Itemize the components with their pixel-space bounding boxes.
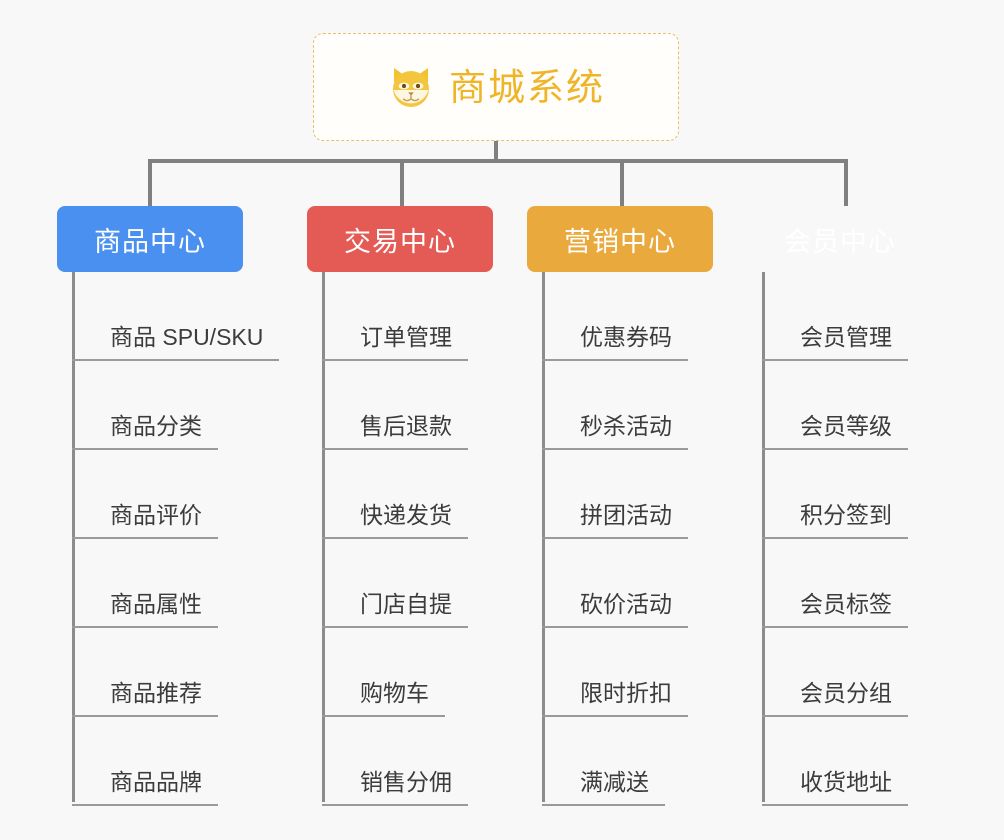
list-item[interactable]: 商品属性 <box>72 539 279 628</box>
leaf-label: 快递发货 <box>322 504 468 539</box>
leaf-label: 销售分佣 <box>322 771 468 806</box>
leaf-label: 商品评价 <box>72 504 218 539</box>
list-item[interactable]: 商品分类 <box>72 361 279 450</box>
category-label-4: 会员中心 <box>784 226 896 257</box>
leaf-label: 会员等级 <box>762 415 908 450</box>
leaf-column-1: 商品 SPU/SKU 商品分类 商品评价 商品属性 商品推荐 商品品牌 <box>72 272 280 806</box>
list-item[interactable]: 订单管理 <box>322 272 468 361</box>
list-item[interactable]: 售后退款 <box>322 361 468 450</box>
leaf-label: 商品推荐 <box>72 682 218 717</box>
category-box-1[interactable]: 商品中心 <box>57 206 243 272</box>
leaf-label: 秒杀活动 <box>542 415 688 450</box>
list-item[interactable]: 拼团活动 <box>542 450 688 539</box>
connector-drop-4 <box>844 159 848 206</box>
leaf-label: 购物车 <box>322 682 445 717</box>
leaf-label: 积分签到 <box>762 504 908 539</box>
leaf-label: 商品 SPU/SKU <box>72 326 280 361</box>
leaf-label: 售后退款 <box>322 415 468 450</box>
list-item[interactable]: 收货地址 <box>762 717 908 806</box>
connector-horizontal-bus <box>148 159 848 163</box>
leaf-label: 商品品牌 <box>72 771 218 806</box>
list-item[interactable]: 会员分组 <box>762 628 908 717</box>
list-item[interactable]: 门店自提 <box>322 539 468 628</box>
list-item[interactable]: 商品推荐 <box>72 628 279 717</box>
leaf-label: 会员分组 <box>762 682 908 717</box>
list-item[interactable]: 购物车 <box>322 628 468 717</box>
list-item[interactable]: 销售分佣 <box>322 717 468 806</box>
list-item[interactable]: 会员管理 <box>762 272 908 361</box>
category-label-3: 营销中心 <box>564 226 676 257</box>
list-item[interactable]: 商品 SPU/SKU <box>72 272 280 361</box>
list-item[interactable]: 商品评价 <box>72 450 279 539</box>
leaf-label: 商品属性 <box>72 593 218 628</box>
list-item[interactable]: 限时折扣 <box>542 628 688 717</box>
connector-root-stem <box>494 141 498 163</box>
leaf-label: 会员标签 <box>762 593 908 628</box>
leaf-label: 优惠券码 <box>542 326 688 361</box>
root-title: 商城系统 <box>449 66 605 108</box>
category-label-2: 交易中心 <box>344 226 456 257</box>
list-item[interactable]: 商品品牌 <box>72 717 279 806</box>
list-item[interactable]: 会员标签 <box>762 539 908 628</box>
list-item[interactable]: 积分签到 <box>762 450 908 539</box>
root-node[interactable]: 商城系统 <box>313 33 679 141</box>
connector-drop-3 <box>620 159 624 206</box>
leaf-label: 会员管理 <box>762 326 908 361</box>
leaf-label: 拼团活动 <box>542 504 688 539</box>
leaf-label: 商品分类 <box>72 415 218 450</box>
list-item[interactable]: 满减送 <box>542 717 688 806</box>
list-item[interactable]: 快递发货 <box>322 450 468 539</box>
connector-drop-1 <box>148 159 152 206</box>
leaf-column-2: 订单管理 售后退款 快递发货 门店自提 购物车 销售分佣 <box>322 272 468 806</box>
leaf-label: 收货地址 <box>762 771 908 806</box>
list-item[interactable]: 砍价活动 <box>542 539 688 628</box>
category-box-4[interactable]: 会员中心 <box>747 206 933 272</box>
list-item[interactable]: 会员等级 <box>762 361 908 450</box>
leaf-label: 满减送 <box>542 771 665 806</box>
shiba-dog-icon <box>387 64 435 110</box>
list-item[interactable]: 优惠券码 <box>542 272 688 361</box>
leaf-column-3: 优惠券码 秒杀活动 拼团活动 砍价活动 限时折扣 满减送 <box>542 272 688 806</box>
leaf-label: 门店自提 <box>322 593 468 628</box>
leaf-label: 限时折扣 <box>542 682 688 717</box>
list-item[interactable]: 秒杀活动 <box>542 361 688 450</box>
category-box-2[interactable]: 交易中心 <box>307 206 493 272</box>
leaf-label: 订单管理 <box>322 326 468 361</box>
category-label-1: 商品中心 <box>94 226 206 257</box>
leaf-column-4: 会员管理 会员等级 积分签到 会员标签 会员分组 收货地址 <box>762 272 908 806</box>
connector-drop-2 <box>400 159 404 206</box>
leaf-label: 砍价活动 <box>542 593 688 628</box>
category-box-3[interactable]: 营销中心 <box>527 206 713 272</box>
